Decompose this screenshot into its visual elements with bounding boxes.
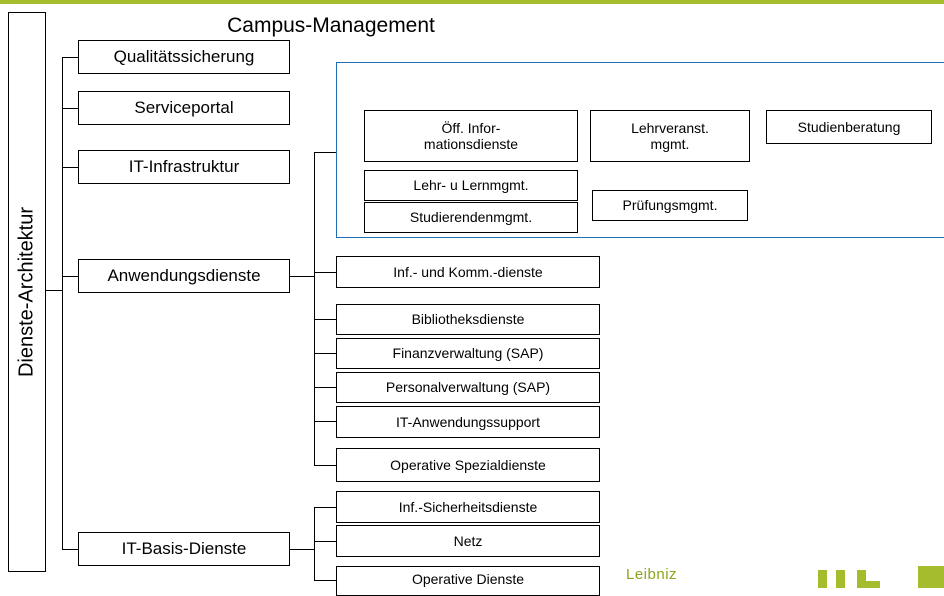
node-label: IT-Anwendungssupport (396, 413, 540, 430)
node-studierendenmgmt[interactable]: Studierendenmgmt. (364, 202, 578, 233)
node-serviceportal[interactable]: Serviceportal (78, 91, 290, 125)
connector (62, 276, 78, 277)
root-node-label: Dienste-Architektur (15, 206, 38, 378)
connector (62, 108, 78, 109)
node-label: Personalverwaltung (SAP) (385, 379, 551, 396)
connector (62, 57, 63, 549)
node-qualitaetssicherung[interactable]: Qualitätssicherung (78, 40, 290, 74)
node-lehr-lernmgmt[interactable]: Lehr- u Lernmgmt. (364, 170, 578, 201)
node-studienberatung[interactable]: Studienberatung (766, 110, 932, 144)
node-label: Inf.- und Komm.-dienste (393, 263, 543, 280)
connector (62, 167, 78, 168)
connector (314, 152, 315, 465)
node-label: Studienberatung (797, 118, 901, 135)
connector (314, 272, 336, 273)
node-inf-sicherheitsdienste[interactable]: Inf.-Sicherheitsdienste (336, 491, 600, 523)
connector (314, 319, 336, 320)
connector (46, 290, 62, 291)
node-oeff-informationsdienste[interactable]: Öff. Infor- mationsdienste (364, 110, 578, 162)
node-label: Finanzverwaltung (SAP) (392, 345, 544, 362)
node-it-anwendungssupport[interactable]: IT-Anwendungssupport (336, 406, 600, 438)
node-label: IT-Infrastruktur (128, 157, 240, 177)
node-label: Inf.-Sicherheitsdienste (398, 498, 538, 515)
connector (314, 541, 336, 542)
node-label: Bibliotheksdienste (411, 311, 525, 328)
connector (314, 507, 336, 508)
node-netz[interactable]: Netz (336, 525, 600, 557)
connector (314, 353, 336, 354)
node-label: Öff. Infor- mationsdienste (423, 119, 519, 152)
connector (314, 421, 336, 422)
connector (314, 465, 336, 466)
root-node-dienste-architektur[interactable]: Dienste-Architektur (8, 12, 46, 572)
connector (290, 549, 314, 550)
node-finanzverwaltung[interactable]: Finanzverwaltung (SAP) (336, 338, 600, 369)
connector (290, 276, 314, 277)
node-lehrveranst-mgmt[interactable]: Lehrveranst. mgmt. (590, 110, 750, 162)
node-label: Lehr- u Lernmgmt. (413, 177, 529, 194)
connector (314, 507, 315, 581)
campus-management-title: Campus-Management (227, 14, 435, 37)
connector (62, 57, 78, 58)
node-label: Lehrveranst. mgmt. (631, 119, 709, 152)
connector (314, 152, 336, 153)
top-accent-line (0, 0, 944, 4)
node-label: Anwendungsdienste (107, 266, 261, 286)
node-label: Prüfungsmgmt. (622, 197, 718, 214)
node-it-infrastruktur[interactable]: IT-Infrastruktur (78, 150, 290, 184)
node-label: Qualitätssicherung (113, 47, 255, 67)
leibniz-logo-text: Leibniz (626, 566, 678, 583)
connector (314, 387, 336, 388)
node-inf-komm-dienste[interactable]: Inf.- und Komm.-dienste (336, 256, 600, 288)
node-label: Serviceportal (134, 98, 234, 118)
node-anwendungsdienste[interactable]: Anwendungsdienste (78, 259, 290, 293)
node-label: Operative Dienste (411, 571, 525, 587)
node-operative-dienste[interactable]: Operative Dienste (336, 566, 600, 596)
node-personalverwaltung[interactable]: Personalverwaltung (SAP) (336, 372, 600, 403)
node-pruefungsmgmt[interactable]: Prüfungsmgmt. (592, 190, 748, 221)
node-operative-spezialdienste[interactable]: Operative Spezialdienste (336, 448, 600, 482)
node-bibliotheksdienste[interactable]: Bibliotheksdienste (336, 304, 600, 335)
node-label: IT-Basis-Dienste (121, 539, 247, 559)
connector (62, 549, 78, 550)
connector (314, 580, 336, 581)
node-label: Netz (453, 532, 483, 549)
node-it-basis-dienste[interactable]: IT-Basis-Dienste (78, 532, 290, 566)
node-label: Studierendenmgmt. (409, 209, 533, 226)
node-label: Operative Spezialdienste (390, 456, 546, 473)
